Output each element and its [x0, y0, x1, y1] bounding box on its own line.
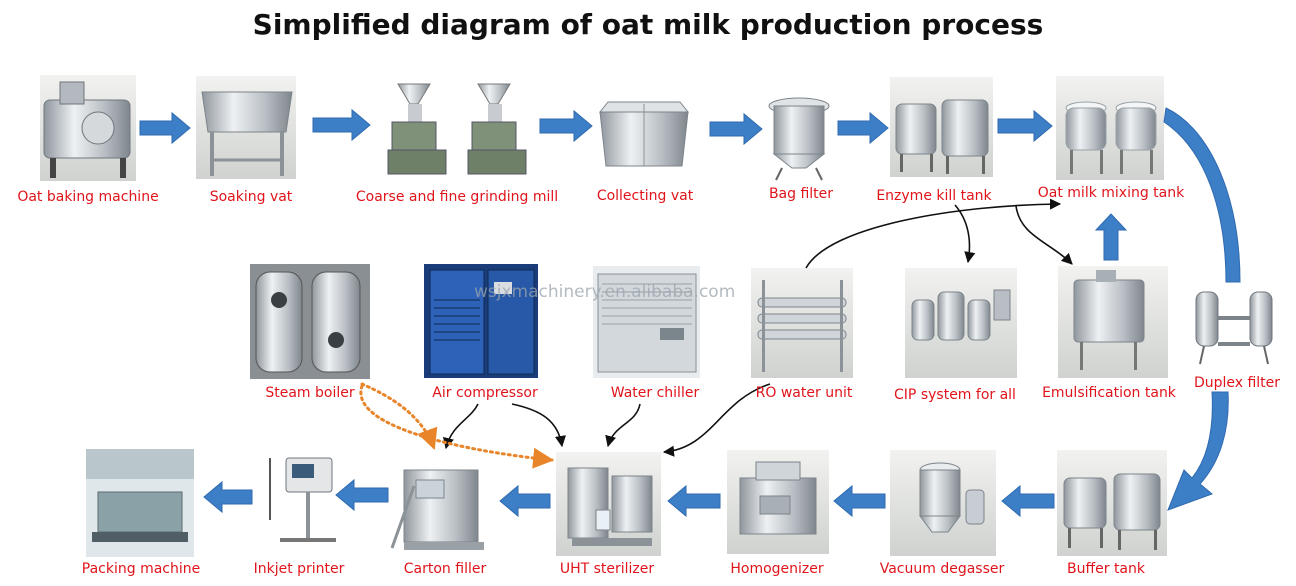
label-enzyme-kill-tank: Enzyme kill tank — [876, 188, 992, 204]
flow-arrow-enzyme-to-mixing — [997, 109, 1053, 143]
flow-arrow-uht-to-filler — [499, 484, 551, 518]
label-vacuum-degasser: Vacuum degasser — [880, 561, 1005, 577]
uht-sterilizer-icon — [556, 452, 661, 556]
label-ro-water-unit: RO water unit — [756, 385, 853, 401]
carton-filler-icon — [388, 454, 492, 556]
label-emulsification-tank: Emulsification tank — [1042, 385, 1177, 401]
soaking-vat-icon — [196, 76, 296, 179]
flow-arrow-bag-to-enzyme — [837, 111, 889, 145]
flow-arrow-mill-to-collecting — [539, 109, 593, 143]
label-carton-filler: Carton filler — [404, 561, 487, 577]
flow-arrow-collecting-to-bag — [709, 112, 763, 146]
steam-boiler-icon — [250, 264, 370, 379]
emulsification-tank-icon — [1058, 266, 1168, 378]
label-water-chiller: Water chiller — [611, 385, 700, 401]
link-ro-to-mixing — [805, 198, 1062, 269]
flow-arrow-emulsification-to-mixing — [1094, 213, 1128, 261]
flow-arrow-filler-to-inkjet — [335, 478, 389, 512]
flow-arrow-mixing-to-duplex — [1163, 107, 1241, 283]
label-bag-filter: Bag filter — [769, 186, 833, 202]
label-soaking-vat: Soaking vat — [210, 189, 293, 205]
label-steam-boiler: Steam boiler — [265, 385, 355, 401]
label-inkjet-printer: Inkjet printer — [254, 561, 345, 577]
flow-arrow-duplex-to-buffer — [1167, 391, 1229, 511]
vacuum-degasser-icon — [890, 450, 996, 556]
flow-arrow-buffer-to-degasser — [1001, 484, 1055, 518]
label-uht-sterilizer: UHT sterilizer — [560, 561, 655, 577]
flow-arrow-baking-to-soaking — [139, 111, 191, 145]
flow-arrow-degasser-to-homogenizer — [833, 484, 886, 518]
link-ro-to-uht — [662, 383, 771, 457]
packing-machine-icon — [86, 449, 194, 557]
label-cip-system: CIP system for all — [894, 387, 1016, 403]
bag-filter-icon — [768, 97, 830, 181]
label-air-compressor: Air compressor — [432, 385, 538, 401]
oat-baking-machine-icon — [40, 75, 136, 181]
duplex-filter-icon — [1195, 291, 1273, 365]
label-collecting-vat: Collecting vat — [597, 188, 694, 204]
link-chiller-to-uht — [605, 403, 641, 448]
flow-arrow-inkjet-to-packing — [203, 480, 253, 514]
steam-link-boiler-to-filler — [360, 382, 438, 450]
link-air-to-uht — [511, 403, 566, 448]
label-buffer-tank: Buffer tank — [1067, 561, 1146, 577]
water-chiller-icon — [593, 266, 700, 378]
link-mixing-to-emulsification — [1015, 205, 1073, 265]
label-grinding-mill: Coarse and fine grinding mill — [356, 189, 558, 205]
label-duplex-filter: Duplex filter — [1194, 375, 1280, 391]
ro-water-unit-icon — [751, 268, 853, 378]
homogenizer-icon — [727, 450, 829, 554]
grinding-mill-icon — [383, 80, 545, 178]
link-mixing-to-cip — [954, 204, 976, 264]
flow-arrow-homogenizer-to-uht — [667, 484, 721, 518]
steam-link-boiler-to-uht — [359, 384, 555, 469]
page-title: Simplified diagram of oat milk productio… — [252, 8, 1044, 41]
label-packing-machine: Packing machine — [82, 561, 200, 577]
label-oat-milk-mixing-tank: Oat milk mixing tank — [1038, 185, 1185, 201]
air-compressor-icon — [424, 264, 538, 378]
link-air-to-filler — [443, 403, 479, 450]
label-homogenizer: Homogenizer — [730, 561, 824, 577]
collecting-vat-icon — [597, 97, 691, 169]
cip-system-icon — [905, 268, 1017, 378]
enzyme-kill-tank-icon — [890, 77, 993, 177]
label-oat-baking-machine: Oat baking machine — [17, 189, 158, 205]
watermark: wsjxmachinery.en.alibaba.com — [474, 282, 735, 302]
inkjet-printer-icon — [258, 450, 338, 554]
flow-arrow-soaking-to-mill — [312, 108, 371, 142]
mixing-tank-icon — [1056, 76, 1164, 180]
buffer-tank-icon — [1057, 450, 1167, 556]
